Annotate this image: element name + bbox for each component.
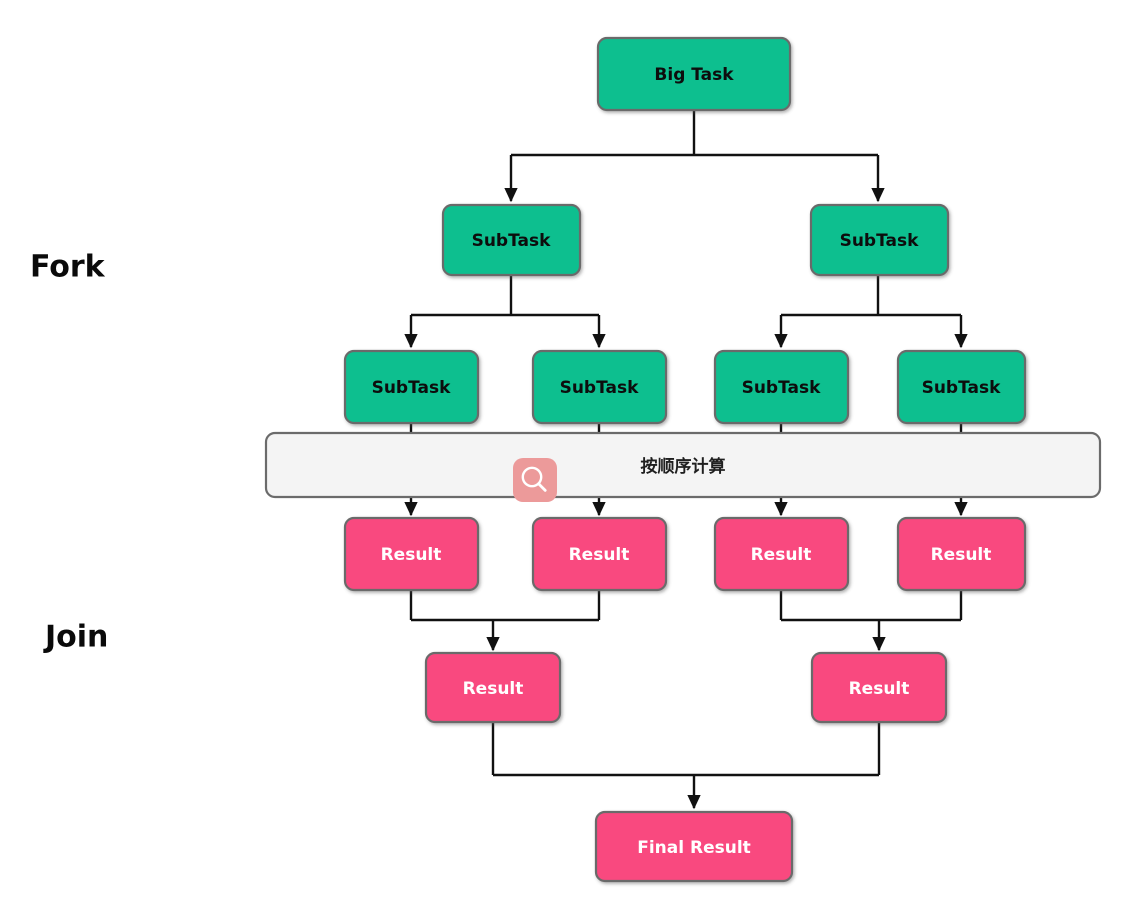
search-icon-lens: [521, 466, 543, 488]
node-result-join-left[interactable]: Result: [424, 651, 562, 724]
node-result-join-right-box: [810, 651, 948, 724]
node-big-task[interactable]: Big Task: [596, 36, 792, 112]
node-big-task-box: [596, 36, 792, 112]
node-result-3-label: Result: [751, 545, 812, 565]
node-final-result-box: [594, 810, 794, 883]
node-subtask-l2-1-box: [343, 349, 480, 425]
node-subtask-l2-2[interactable]: SubTask: [531, 349, 668, 425]
band-background: [264, 431, 1102, 499]
node-subtask-l2-3-box: [713, 349, 850, 425]
node-subtask-l1-left-box: [441, 203, 582, 277]
node-subtask-l2-4[interactable]: SubTask: [896, 349, 1027, 425]
node-subtask-l2-4-label: SubTask: [922, 378, 1002, 398]
phase-label-join: Join: [43, 620, 108, 655]
node-subtask-l1-left[interactable]: SubTask: [441, 203, 582, 277]
phase-label-fork: Fork: [30, 250, 106, 285]
node-result-2-label: Result: [569, 545, 630, 565]
node-subtask-l2-4-box: [896, 349, 1027, 425]
node-subtask-l1-right[interactable]: SubTask: [809, 203, 950, 277]
node-result-2[interactable]: Result: [531, 516, 668, 592]
node-result-join-left-label: Result: [463, 679, 524, 699]
search-icon-handle: [537, 482, 547, 492]
node-result-join-right[interactable]: Result: [810, 651, 948, 724]
node-result-3-box: [713, 516, 850, 592]
node-final-result-label: Final Result: [637, 838, 751, 858]
node-result-4-box: [896, 516, 1027, 592]
node-subtask-l1-left-label: SubTask: [472, 231, 552, 251]
node-subtask-l2-1-label: SubTask: [372, 378, 452, 398]
node-subtask-l2-3[interactable]: SubTask: [713, 349, 850, 425]
node-final-result[interactable]: Final Result: [594, 810, 794, 883]
node-result-3[interactable]: Result: [713, 516, 850, 592]
node-result-join-right-label: Result: [849, 679, 910, 699]
node-subtask-l1-right-box: [809, 203, 950, 277]
node-result-4[interactable]: Result: [896, 516, 1027, 592]
search-icon[interactable]: [513, 458, 557, 502]
band-label: 按顺序计算: [641, 456, 726, 477]
node-subtask-l2-1[interactable]: SubTask: [343, 349, 480, 425]
join-edge-layer: [409, 590, 963, 810]
node-result-4-label: Result: [931, 545, 992, 565]
node-result-join-left-box: [424, 651, 562, 724]
node-subtask-l2-3-label: SubTask: [742, 378, 822, 398]
node-result-1-box: [343, 516, 480, 592]
sequential-computation-band: 按顺序计算: [264, 431, 1102, 499]
node-result-1[interactable]: Result: [343, 516, 480, 592]
node-subtask-l2-2-box: [531, 349, 668, 425]
node-result-1-label: Result: [381, 545, 442, 565]
node-subtask-l1-right-label: SubTask: [840, 231, 920, 251]
node-subtask-l2-2-label: SubTask: [560, 378, 640, 398]
node-big-task-label: Big Task: [654, 65, 734, 85]
node-result-2-box: [531, 516, 668, 592]
search-icon-background: [513, 458, 557, 502]
